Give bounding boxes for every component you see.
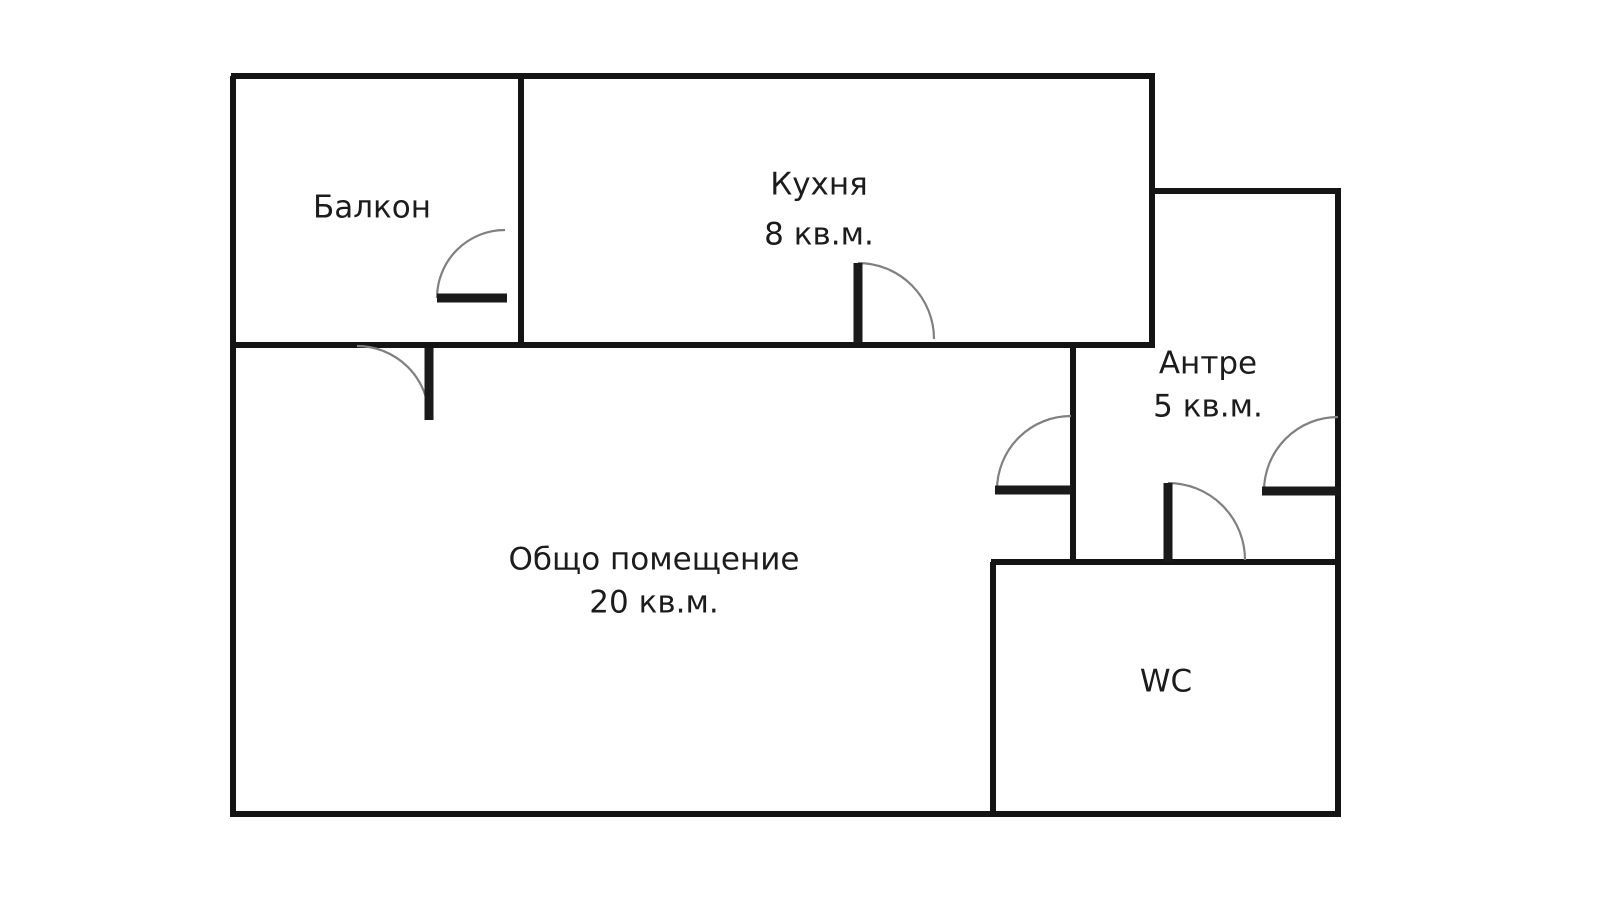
room-area-living: 20 кв.м. bbox=[589, 585, 718, 621]
wc-door-arc bbox=[1167, 481, 1247, 561]
wc-door[interactable] bbox=[1163, 481, 1247, 562]
room-area-hall: 5 кв.м. bbox=[1153, 389, 1263, 425]
room-label-living: Общо помещение bbox=[509, 542, 800, 578]
entrance-door-arc bbox=[1262, 415, 1339, 492]
doors-group bbox=[356, 228, 1340, 562]
kitchen-door[interactable] bbox=[853, 261, 936, 343]
room-label-wc: WC bbox=[1140, 664, 1192, 700]
living-door[interactable] bbox=[995, 414, 1072, 495]
living-door-arc bbox=[995, 414, 1072, 491]
room-labels-group: Балкон Кухня 8 кв.м. Антре 5 кв.м. Общо … bbox=[313, 167, 1263, 700]
room-label-balcony: Балкон bbox=[313, 190, 431, 226]
balcony-door-arc bbox=[435, 228, 506, 299]
balcony-living-door[interactable] bbox=[356, 344, 434, 420]
entrance-door[interactable] bbox=[1262, 415, 1340, 496]
balcony-door[interactable] bbox=[435, 228, 507, 303]
room-area-kitchen: 8 кв.м. bbox=[764, 217, 874, 253]
balcony-living-door-arc bbox=[356, 344, 431, 419]
walls-group bbox=[230, 73, 1341, 817]
room-label-kitchen: Кухня bbox=[770, 167, 868, 203]
room-label-hall: Антре bbox=[1159, 346, 1257, 382]
kitchen-door-arc bbox=[857, 261, 936, 340]
